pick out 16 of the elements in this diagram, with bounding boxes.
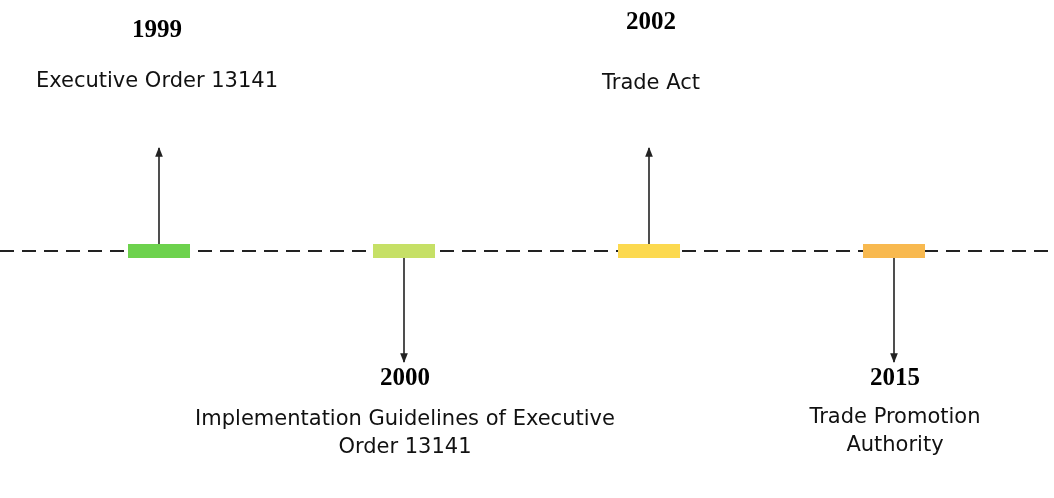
event-label: Trade Act bbox=[602, 69, 700, 96]
event-label: Implementation Guidelines of Executive Order 13141 bbox=[195, 405, 615, 460]
event-label: Trade Promotion Authority bbox=[808, 403, 982, 458]
arrow bbox=[155, 147, 163, 245]
arrow bbox=[890, 257, 898, 363]
year-label: 2000 bbox=[380, 362, 430, 392]
arrow bbox=[645, 147, 653, 245]
timeline-marker bbox=[618, 244, 680, 258]
timeline-marker bbox=[863, 244, 925, 258]
year-label: 1999 bbox=[132, 14, 182, 44]
year-label: 2015 bbox=[870, 362, 920, 392]
year-label: 2002 bbox=[626, 6, 676, 36]
event-label: Executive Order 13141 bbox=[35, 67, 279, 94]
timeline-marker bbox=[373, 244, 435, 258]
arrow bbox=[400, 257, 408, 363]
timeline-marker bbox=[128, 244, 190, 258]
